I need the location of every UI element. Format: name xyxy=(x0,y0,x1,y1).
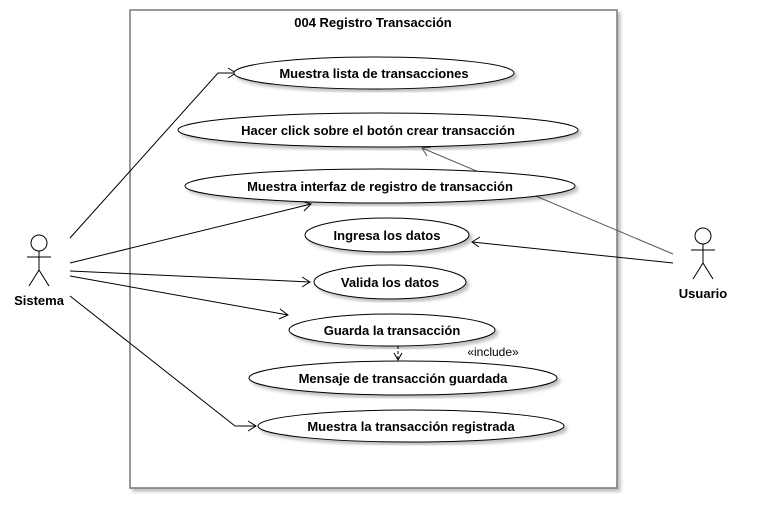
assoc-uc6 xyxy=(69,275,289,316)
actor-usuario-label: Usuario xyxy=(679,286,727,301)
use-case-uc6[interactable]: Guarda la transacción xyxy=(288,313,496,347)
use-case-label: Guarda la transacción xyxy=(324,323,461,338)
use-case-label: Ingresa los datos xyxy=(334,228,441,243)
sistema-associations xyxy=(69,67,312,432)
actor-sistema[interactable] xyxy=(27,234,51,287)
use-case-uc4[interactable]: Ingresa los datos xyxy=(304,217,470,253)
assoc-uc4 xyxy=(471,241,674,264)
actor-usuario[interactable] xyxy=(691,227,715,280)
use-case-uc8[interactable]: Muestra la transacción registrada xyxy=(257,409,565,443)
assoc-uc5 xyxy=(69,270,311,283)
use-case-label: Muestra lista de transacciones xyxy=(279,66,468,81)
use-case-uc5[interactable]: Valida los datos xyxy=(313,264,467,300)
actor-head-icon xyxy=(694,227,712,245)
use-case-label: Muestra interfaz de registro de transacc… xyxy=(247,179,513,194)
use-case-label: Muestra la transacción registrada xyxy=(307,419,515,434)
assoc-uc2 xyxy=(421,147,674,255)
use-case-uc7[interactable]: Mensaje de transacción guardada xyxy=(248,360,558,396)
include-label: «include» xyxy=(467,345,519,359)
usuario-associations xyxy=(421,146,674,264)
assoc-uc8 xyxy=(69,295,256,427)
use-case-label: Hacer click sobre el botón crear transac… xyxy=(241,123,515,138)
include-dependency xyxy=(393,346,403,362)
use-case-label: Mensaje de transacción guardada xyxy=(299,371,509,386)
actor-head-icon xyxy=(30,234,48,252)
actor-sistema-label: Sistema xyxy=(14,293,65,308)
use-case-uc1[interactable]: Muestra lista de transacciones xyxy=(233,56,515,90)
system-title: 004 Registro Transacción xyxy=(294,15,452,30)
assoc-uc3 xyxy=(69,203,312,264)
use-case-uc3[interactable]: Muestra interfaz de registro de transacc… xyxy=(184,168,576,204)
use-case-label: Valida los datos xyxy=(341,275,439,290)
assoc-uc1 xyxy=(69,72,236,239)
use-case-uc2[interactable]: Hacer click sobre el botón crear transac… xyxy=(177,112,579,148)
